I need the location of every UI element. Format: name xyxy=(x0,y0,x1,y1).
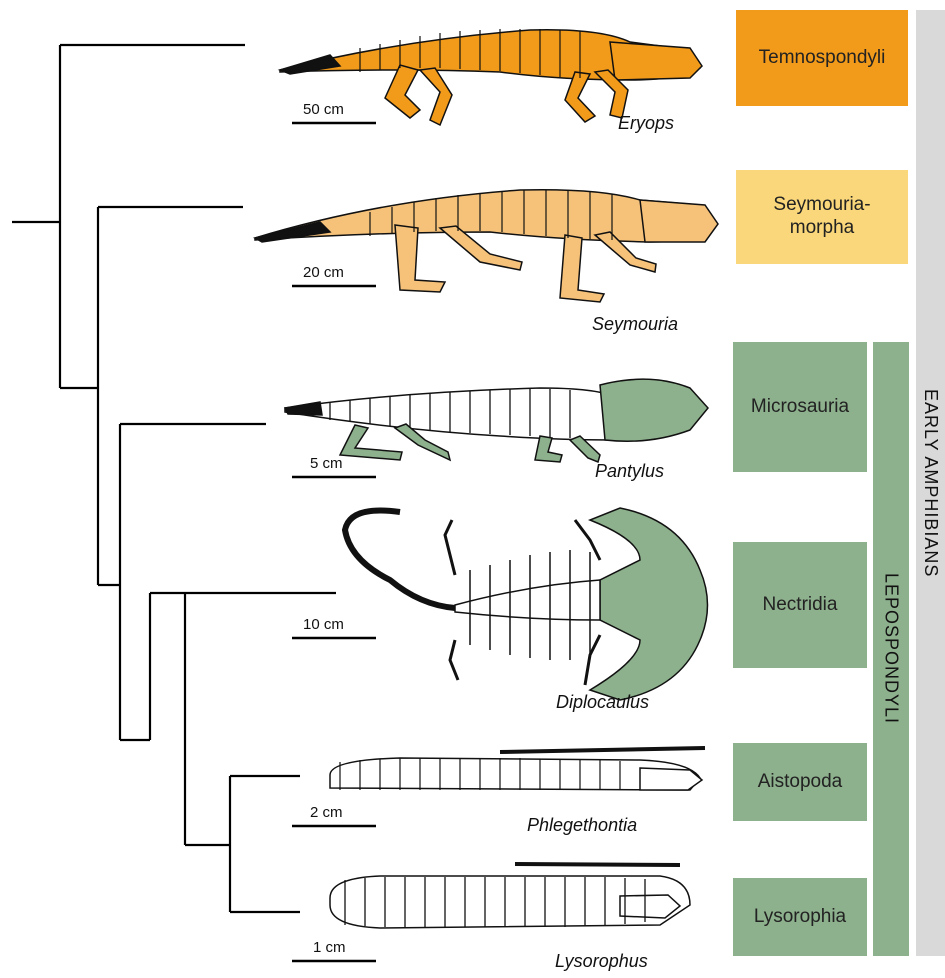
clade-microsauria: Microsauria xyxy=(733,342,867,472)
group-early-amphibians-label: EARLY AMPHIBIANS xyxy=(920,389,941,577)
clade-seymouriamorpha: Seymouria- morpha xyxy=(736,170,908,264)
scale-bars xyxy=(292,123,376,961)
group-lepospondyli-label: LEPOSPONDYLI xyxy=(881,573,902,724)
scale-label-seymouria: 20 cm xyxy=(303,264,344,281)
scale-label-diplocaulus: 10 cm xyxy=(303,616,344,633)
clade-aistopoda: Aistopoda xyxy=(733,743,867,821)
scale-label-pantylus: 5 cm xyxy=(310,455,343,472)
group-early-amphibians: EARLY AMPHIBIANS xyxy=(916,10,945,956)
lysorophus-skeleton xyxy=(330,864,690,928)
clade-lysorophia: Lysorophia xyxy=(733,878,867,956)
taxon-pantylus: Pantylus xyxy=(595,461,664,482)
taxon-seymouria: Seymouria xyxy=(592,314,678,335)
phlegethontia-skeleton xyxy=(330,748,705,790)
scale-label-eryops: 50 cm xyxy=(303,101,344,118)
clade-temnospondyli: Temnospondyli xyxy=(736,10,908,106)
pantylus-skeleton xyxy=(285,379,708,462)
taxon-lysorophus: Lysorophus xyxy=(555,951,648,972)
group-lepospondyli: LEPOSPONDYLI xyxy=(873,342,909,956)
scale-label-phlegethontia: 2 cm xyxy=(310,804,343,821)
taxon-diplocaulus: Diplocaulus xyxy=(556,692,649,713)
clade-nectridia: Nectridia xyxy=(733,542,867,668)
taxon-eryops: Eryops xyxy=(618,113,674,134)
diplocaulus-skeleton xyxy=(345,508,708,700)
cladogram xyxy=(12,45,336,912)
scale-label-lysorophus: 1 cm xyxy=(313,939,346,956)
taxon-phlegethontia: Phlegethontia xyxy=(527,815,637,836)
